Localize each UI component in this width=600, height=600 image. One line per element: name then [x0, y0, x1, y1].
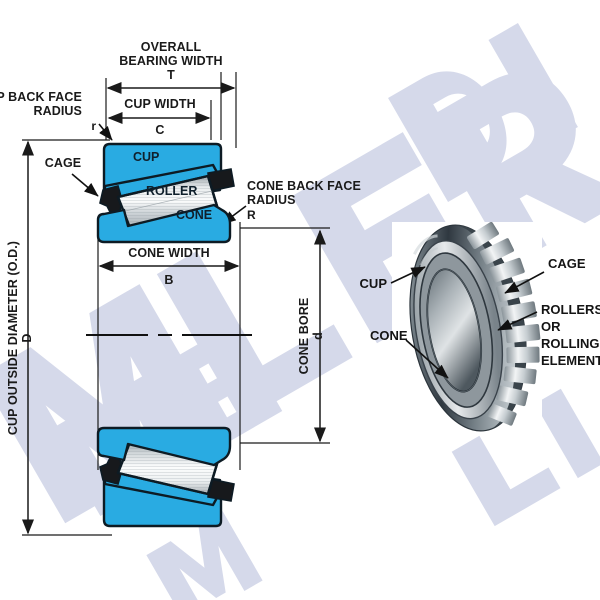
photo-callouts: CUP CONE CAGE ROLLERS OR ROLLING ELEMENT…	[360, 256, 600, 379]
cup-width-label: CUP WIDTH	[124, 97, 196, 111]
bearing-cross-section-bottom	[96, 426, 235, 528]
photo-label-cone: CONE	[370, 328, 408, 343]
cup-width-symbol: C	[155, 123, 164, 137]
photo-label-rollers-line3: ROLLING	[541, 336, 600, 351]
cone-width-symbol: B	[164, 273, 173, 287]
cone-cross-section-bottom	[96, 426, 232, 467]
overall-width-label-line1: OVERALL	[141, 40, 202, 54]
cone-bore-label: CONE BORE	[297, 298, 311, 375]
cage-label-section: CAGE	[45, 156, 82, 170]
cup-back-face-radius-line2: RADIUS	[33, 104, 82, 118]
cup-back-face-radius-line1: CUP BACK FACE	[0, 90, 82, 104]
photo-label-cage: CAGE	[548, 256, 586, 271]
photo-label-cup: CUP	[360, 276, 388, 291]
dimension-cup-outside-diameter: CUP OUTSIDE DIAMETER (O.D.) D	[6, 140, 34, 535]
cone-width-label: CONE WIDTH	[128, 246, 210, 260]
dimension-cone-bore: CONE BORE d	[297, 229, 326, 443]
dimension-cone-width: CONE WIDTH B	[98, 246, 240, 287]
label-cup-back-face-radius: CUP BACK FACE RADIUS r	[0, 90, 113, 141]
cone-back-face-radius-line2: RADIUS	[247, 193, 296, 207]
cup-od-label: CUP OUTSIDE DIAMETER (O.D.)	[6, 241, 20, 435]
cone-part-label-top: CONE	[176, 208, 212, 222]
dimension-cup-width: CUP WIDTH C	[107, 97, 211, 137]
cup-back-face-radius-symbol: r	[91, 119, 96, 133]
cone-back-face-radius-line1: CONE BACK FACE	[247, 179, 361, 193]
label-cage-section: CAGE	[45, 156, 99, 197]
photo-label-rollers-line4: ELEMENTS	[541, 353, 600, 368]
cone-cross-section-top	[96, 203, 232, 244]
cone-back-face-radius-symbol: R	[247, 208, 256, 222]
overall-width-symbol: T	[167, 68, 175, 82]
dimension-overall-bearing-width: OVERALL BEARING WIDTH T	[106, 40, 236, 94]
photo-label-rollers-line2: OR	[541, 319, 561, 334]
photo-label-rollers-line1: ROLLERS	[541, 302, 600, 317]
bearing-photograph	[392, 222, 542, 434]
cup-part-label-top: CUP	[133, 150, 159, 164]
cup-od-symbol: D	[20, 333, 34, 342]
overall-width-label-line2: BEARING WIDTH	[119, 54, 222, 68]
label-cone-back-face-radius: CONE BACK FACE RADIUS R	[221, 179, 361, 225]
bearing-cross-section-top: CUP ROLLER CONE	[96, 142, 235, 244]
cone-bore-symbol: d	[311, 332, 325, 340]
roller-part-label-top: ROLLER	[146, 184, 197, 198]
